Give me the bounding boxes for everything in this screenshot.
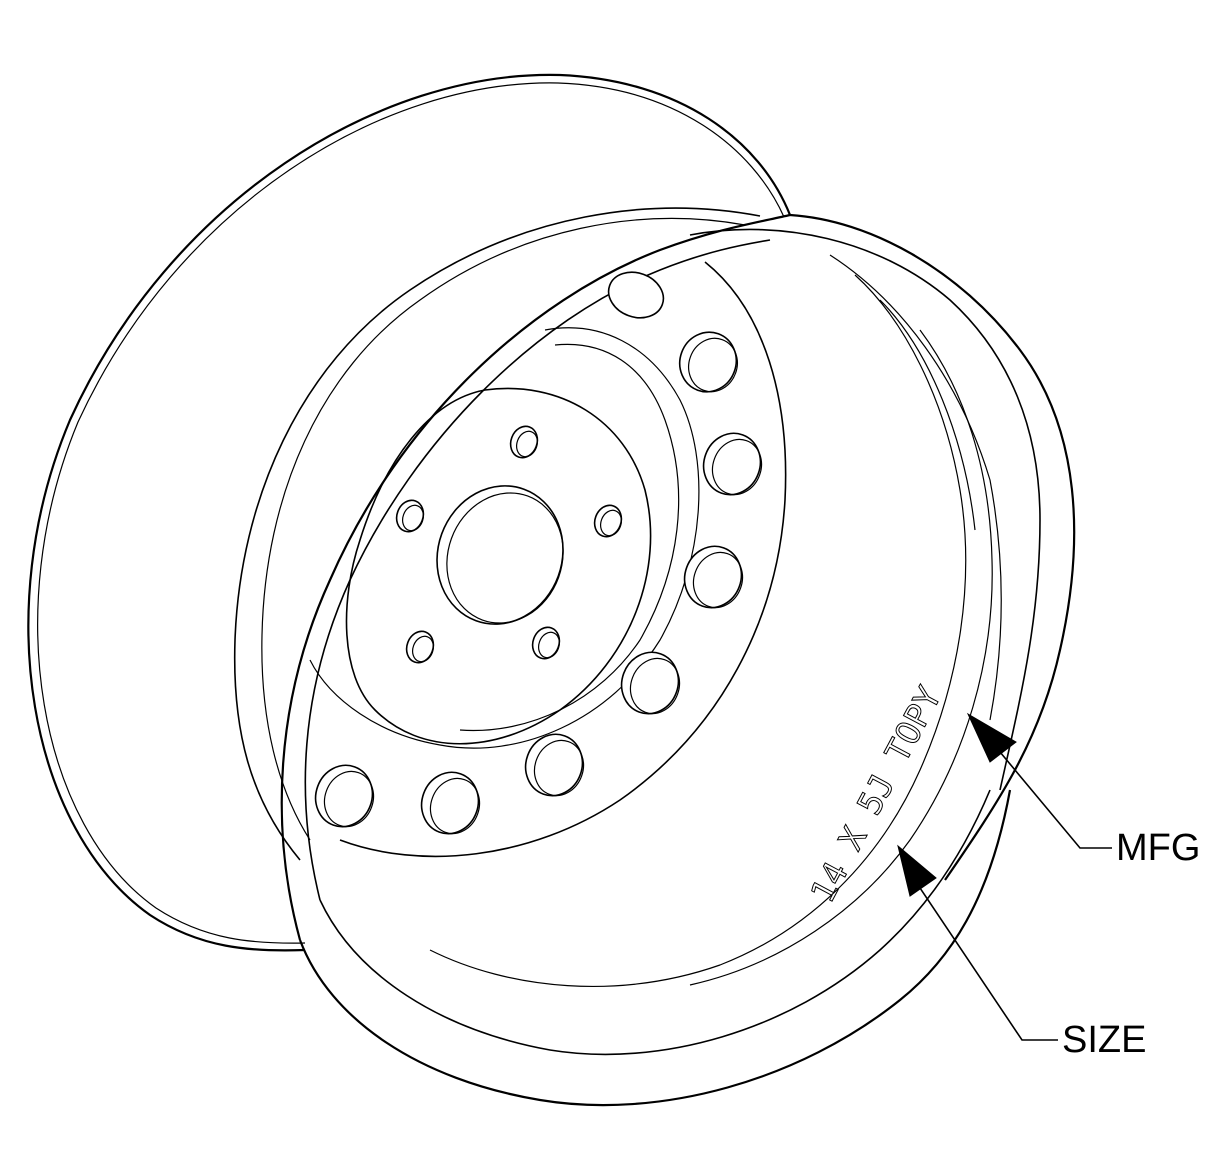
lug-hole	[395, 499, 425, 533]
mfg-arrowhead	[966, 712, 1017, 763]
tire-back-face	[27, 73, 792, 952]
vent-holes	[314, 271, 763, 835]
rim-flange	[689, 213, 1076, 881]
lug-hole	[593, 504, 623, 538]
vent-hole	[314, 764, 375, 828]
lug-hole	[509, 425, 539, 459]
mfg-leader-line	[999, 751, 1112, 849]
size-label: SIZE	[1062, 1019, 1146, 1061]
size-leader-line	[917, 884, 1058, 1041]
mfg-callout: MFG	[966, 712, 1200, 869]
hub-face	[345, 387, 652, 745]
vent-hole	[702, 432, 763, 496]
vent-hole	[678, 331, 738, 393]
lug-holes	[395, 425, 623, 664]
vent-hole	[524, 733, 585, 797]
size-arrowhead	[897, 844, 937, 897]
center-bore	[436, 485, 564, 625]
lug-hole	[405, 630, 435, 664]
vent-hole	[607, 271, 665, 319]
size-callout: SIZE	[897, 844, 1146, 1061]
lug-hole	[531, 626, 561, 660]
vent-hole	[683, 545, 744, 609]
wheel-barrel	[233, 207, 761, 861]
rim-lip	[280, 213, 1012, 1107]
mfg-label: MFG	[1116, 827, 1200, 869]
vent-hole	[420, 771, 481, 835]
vent-hole	[620, 651, 681, 715]
